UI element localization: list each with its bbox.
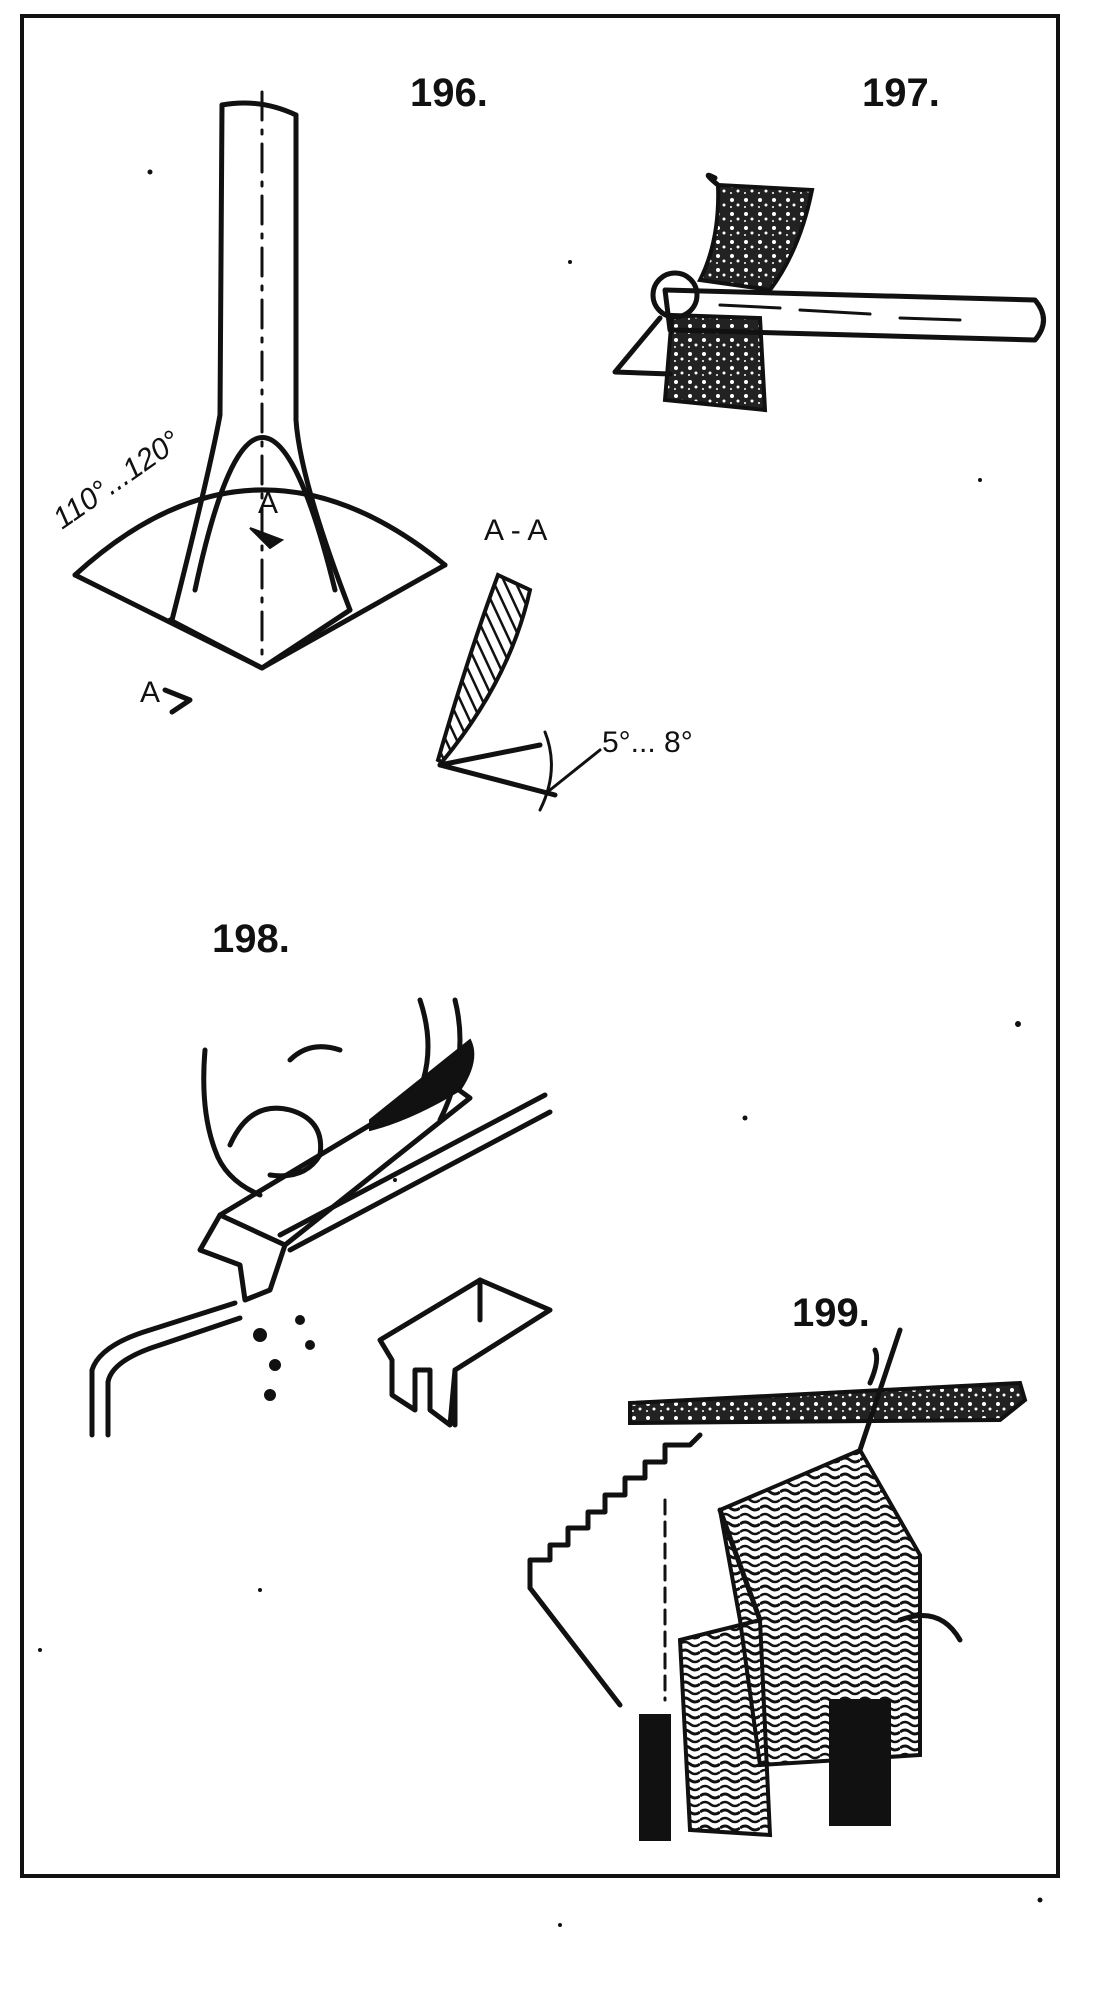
figure-196-angle-label: 110°...120° bbox=[47, 424, 186, 535]
illustration-frame bbox=[20, 14, 1060, 1878]
figure-number-197: 197. bbox=[862, 71, 940, 115]
figure-197-axe-drawing bbox=[612, 172, 1046, 413]
figure-number-196: 196. bbox=[410, 71, 488, 115]
figure-number-199: 199. bbox=[792, 1291, 870, 1335]
figure-196-bevel-angle-label: 5°... 8° bbox=[602, 726, 693, 759]
bevel-line-bottom bbox=[437, 762, 558, 798]
figure-196-blade-section bbox=[435, 572, 533, 765]
figure-number-198: 198. bbox=[212, 917, 290, 961]
figure-196-section-title: A - A bbox=[484, 514, 547, 547]
figure-196-chisel-drawing bbox=[72, 90, 448, 671]
section-arrow-top-icon bbox=[249, 527, 285, 550]
figure-196-section-mark-top: A bbox=[258, 487, 278, 520]
bevel-leader-line bbox=[548, 748, 602, 792]
figure-198-saw-sharpening-drawing bbox=[89, 997, 553, 1438]
section-arrow-bottom-icon bbox=[162, 687, 193, 715]
bevel-arc bbox=[538, 730, 553, 812]
bevel-line-top bbox=[437, 742, 543, 768]
figure-196-section-mark-bottom: A bbox=[140, 676, 160, 709]
figure-199-saw-cut-drawing bbox=[527, 1327, 1028, 1841]
scan-noise bbox=[38, 169, 1043, 1927]
